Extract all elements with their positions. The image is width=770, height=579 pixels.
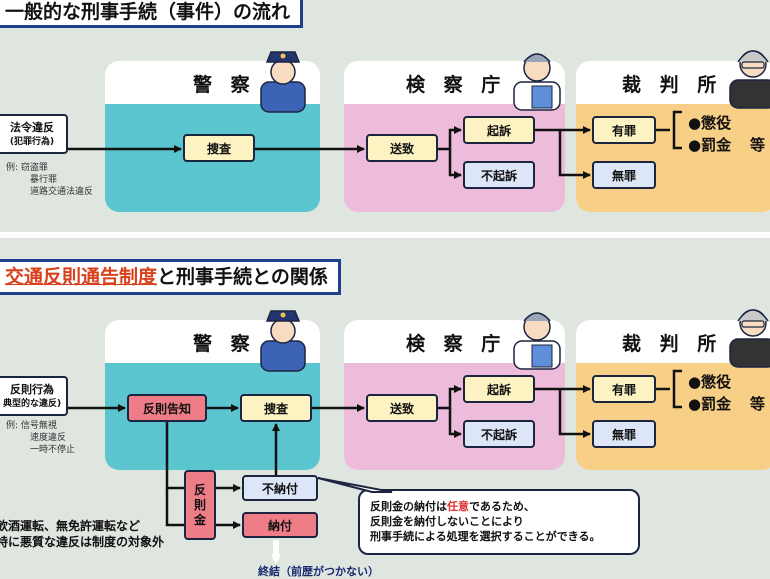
offense-examples-1: 例: 窃盗罪 暴行罪 道路交通法違反 (6, 162, 93, 198)
example2-line2: 速度違反 (30, 433, 67, 443)
violation-label-2-line1: 反則行為 (10, 383, 54, 396)
police-header-text-2: 警 察 (193, 332, 256, 355)
referral-text-1: 送致 (389, 141, 414, 156)
example1-line2: 暴行罪 (30, 175, 58, 185)
arrow-indictment-to-not-guilty-2 (558, 389, 591, 438)
callout-highlight: 任意 (447, 500, 469, 513)
non-indictment-text-2: 不起訴 (480, 427, 517, 442)
section1-arrows (68, 110, 682, 179)
sentence2-fine: ●罰金 (688, 395, 732, 413)
line-notice-to-penalty-fee-lower (165, 488, 184, 527)
sentence1-fine: ●罰金 (688, 136, 732, 154)
court-header-text-1: 裁 判 所 (622, 73, 723, 96)
example2-line3: 一時不停止 (30, 445, 76, 455)
violation-examples-2: 例: 信号無視 速度違反 一時不停止 (6, 420, 75, 456)
not-guilty-box-2: 無罪 (592, 420, 656, 448)
offense-label-1-line2: (犯罪行為) (9, 137, 55, 147)
indictment-text-2: 起訴 (486, 382, 511, 397)
section1-title: 一般的な刑事手続（事件）の流れ (0, 0, 304, 28)
non-indictment-box-2: 不起訴 (463, 420, 535, 448)
callout-line2: 反則金を納付しないことにより (370, 515, 524, 528)
prosecution-header-text-2: 検 察 庁 (406, 332, 507, 355)
prosecutor-icon-2 (513, 312, 561, 370)
indictment-text-1: 起訴 (486, 123, 511, 138)
penalty-fee-char1: 反 (193, 482, 206, 497)
investigation-text-2: 捜査 (263, 401, 288, 416)
example2-line1: 例: 信号無視 (6, 421, 57, 431)
guilty-text-1: 有罪 (611, 123, 636, 138)
callout-line1: 反則金の納付は任意であるため、 (370, 499, 628, 514)
section2-title-rest: と刑事手続との関係 (157, 266, 328, 288)
guilty-text-2: 有罪 (611, 382, 636, 397)
voluntary-payment-callout: 反則金の納付は任意であるため、 反則金を納付しないことにより 刑事手続による処理… (358, 489, 640, 555)
section1-title-text: 一般的な刑事手続（事件）の流れ (5, 1, 291, 23)
sentence1-etc: 等 (750, 136, 766, 154)
sentence-bracket-1 (672, 110, 682, 150)
sentence1-prison: ●懲役 (688, 114, 732, 132)
section-divider (0, 232, 770, 238)
non-indictment-text-1: 不起訴 (480, 168, 517, 183)
not-guilty-box-1: 無罪 (592, 161, 656, 189)
referral-box-2: 送致 (366, 394, 438, 422)
indictment-box-1: 起訴 (463, 116, 535, 144)
indictment-box-2: 起訴 (463, 375, 535, 403)
arrow-referral-to-non-indictment-2 (448, 408, 462, 438)
non-indictment-box-1: 不起訴 (463, 161, 535, 189)
exclusion-note: 飲酒運転、無免許運転など 特に悪質な違反は制度の対象外 (0, 518, 164, 550)
police-officer-icon-2 (260, 310, 306, 372)
paid-text: 納付 (267, 518, 292, 533)
section2-title-highlight: 交通反則通告制度 (5, 266, 158, 288)
penalty-fee-box: 反 則 金 (184, 470, 216, 540)
prosecution-header-text-1: 検 察 庁 (406, 73, 507, 96)
investigation-box-1: 捜査 (183, 134, 255, 162)
section2-arrows (68, 369, 682, 529)
judge-icon-2 (729, 309, 770, 368)
referral-text-2: 送致 (389, 401, 414, 416)
paid-box: 納付 (242, 512, 318, 538)
not-guilty-text-1: 無罪 (611, 168, 636, 183)
callout-part1: 反則金の納付は (370, 500, 447, 513)
offense-label-1: 法令違反 (犯罪行為) (0, 114, 68, 154)
arrow-referral-to-indictment (438, 126, 462, 151)
court-header-text-2: 裁 判 所 (622, 332, 723, 355)
arrow-indictment-to-not-guilty (558, 130, 591, 179)
penalty-fee-char3: 金 (193, 512, 206, 527)
guilty-box-2: 有罪 (592, 375, 656, 403)
violation-label-2: 反則行為 典型的な違反) (0, 376, 68, 416)
line-notice-to-penalty-fee (165, 422, 184, 490)
unpaid-box: 不納付 (242, 475, 318, 501)
sentence2-prison: ●懲役 (688, 373, 732, 391)
violation-notice-box: 反則告知 (127, 394, 207, 422)
police-officer-icon-1 (260, 51, 306, 113)
not-guilty-text-2: 無罪 (611, 427, 636, 442)
sentence2-etc: 等 (750, 395, 766, 413)
police-header-text-1: 警 察 (193, 73, 256, 96)
arrow-referral-to-non-indictment (448, 149, 462, 179)
violation-notice-text: 反則告知 (142, 401, 191, 416)
sentence-bracket-2 (672, 369, 682, 409)
investigation-text-1: 捜査 (206, 141, 231, 156)
penalty-fee-char2: 則 (193, 497, 206, 512)
judge-icon-1 (729, 50, 770, 109)
offense-label-1-line1: 法令違反 (10, 121, 54, 134)
unpaid-text: 不納付 (261, 481, 298, 496)
example1-line1: 例: 窃盗罪 (6, 163, 48, 173)
prosecutor-icon-1 (513, 53, 561, 111)
exclusion-line2: 特に悪質な違反は制度の対象外 (0, 535, 165, 549)
referral-box-1: 送致 (366, 134, 438, 162)
example1-line3: 道路交通法違反 (30, 187, 94, 197)
investigation-box-2: 捜査 (240, 394, 312, 422)
guilty-box-1: 有罪 (592, 116, 656, 144)
arrow-referral-to-indictment-2 (438, 385, 462, 410)
callout-pointer (317, 477, 393, 493)
section2-title: 交通反則通告制度と刑事手続との関係 (0, 259, 341, 295)
exclusion-line1: 飲酒運転、無免許運転など (0, 519, 141, 533)
violation-label-2-line2: 典型的な違反) (2, 399, 62, 409)
callout-line3: 刑事手続による処理を選択することができる。 (370, 530, 601, 543)
callout-part2: であるため、 (469, 500, 535, 513)
